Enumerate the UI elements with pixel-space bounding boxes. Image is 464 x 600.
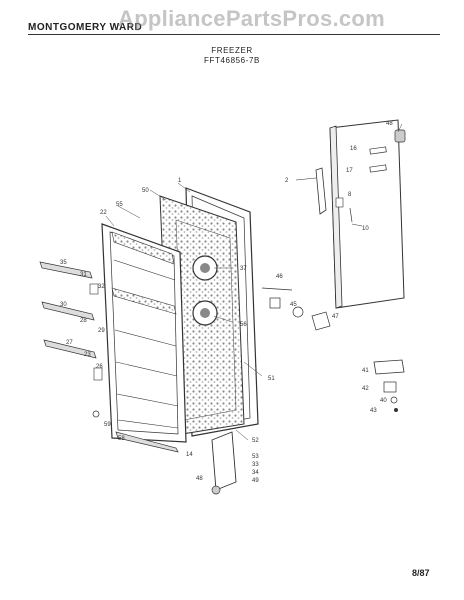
callout-22: 22 xyxy=(100,210,107,216)
callout-2: 2 xyxy=(285,178,289,184)
callout-29: 29 xyxy=(98,328,105,334)
callout-35: 35 xyxy=(60,260,67,266)
outer-door xyxy=(329,119,405,309)
callout-30: 30 xyxy=(60,302,67,308)
callout-55: 55 xyxy=(116,202,123,208)
callout-16: 16 xyxy=(350,146,357,152)
callout-43: 43 xyxy=(370,408,377,414)
callout-47: 47 xyxy=(332,314,339,320)
callout-10: 10 xyxy=(362,226,369,232)
callout-46: 46 xyxy=(276,274,283,280)
latch-parts xyxy=(335,197,363,227)
bottom-hinge xyxy=(92,410,237,495)
hinge-bracket xyxy=(295,167,327,215)
callout-48: 48 xyxy=(386,121,393,127)
callout-34: 34 xyxy=(252,470,259,476)
callout-49: 49 xyxy=(252,478,259,484)
callout-59: 59 xyxy=(104,422,111,428)
callout-37: 37 xyxy=(240,266,247,272)
callout-14: 14 xyxy=(186,452,193,458)
inner-door-panel xyxy=(101,223,187,443)
callout-labels: 1 2 8 10 14 16 17 22 23 26 27 28 29 30 3… xyxy=(60,121,393,484)
handle-cap xyxy=(394,129,406,143)
callout-28: 28 xyxy=(80,318,87,324)
callout-8: 8 xyxy=(348,192,352,198)
callout-58: 58 xyxy=(118,436,125,442)
callout-17: 17 xyxy=(346,168,353,174)
diagram-title: FREEZER xyxy=(211,46,253,55)
callout-32: 32 xyxy=(98,284,105,290)
leader-lines xyxy=(105,123,403,441)
revision-date: 8/87 xyxy=(412,568,430,578)
callout-52: 52 xyxy=(252,438,259,444)
latch-assembly xyxy=(373,359,405,412)
callout-31: 31 xyxy=(80,272,87,278)
callout-26: 26 xyxy=(96,364,103,370)
watermark: AppliancePartsPros.com xyxy=(118,6,386,31)
callout-45: 45 xyxy=(290,302,297,308)
door-shelf-rails xyxy=(39,261,103,381)
callout-51: 51 xyxy=(268,376,275,382)
callout-41: 41 xyxy=(362,368,369,374)
callout-48b: 48 xyxy=(196,476,203,482)
callout-1: 1 xyxy=(178,178,182,184)
callout-56: 56 xyxy=(240,322,247,328)
callout-33: 33 xyxy=(252,462,259,468)
model-number: FFT46856-7B xyxy=(204,56,260,65)
callout-42: 42 xyxy=(362,386,369,392)
control-circles xyxy=(192,255,218,326)
callout-23: 23 xyxy=(84,352,91,358)
callout-53: 53 xyxy=(252,454,259,460)
callout-40: 40 xyxy=(380,398,387,404)
header-rule xyxy=(28,34,440,35)
callout-50: 50 xyxy=(142,188,149,194)
electrical-parts xyxy=(261,287,331,331)
brand-label: MONTGOMERY WARD xyxy=(28,22,143,33)
callout-27: 27 xyxy=(66,340,73,346)
